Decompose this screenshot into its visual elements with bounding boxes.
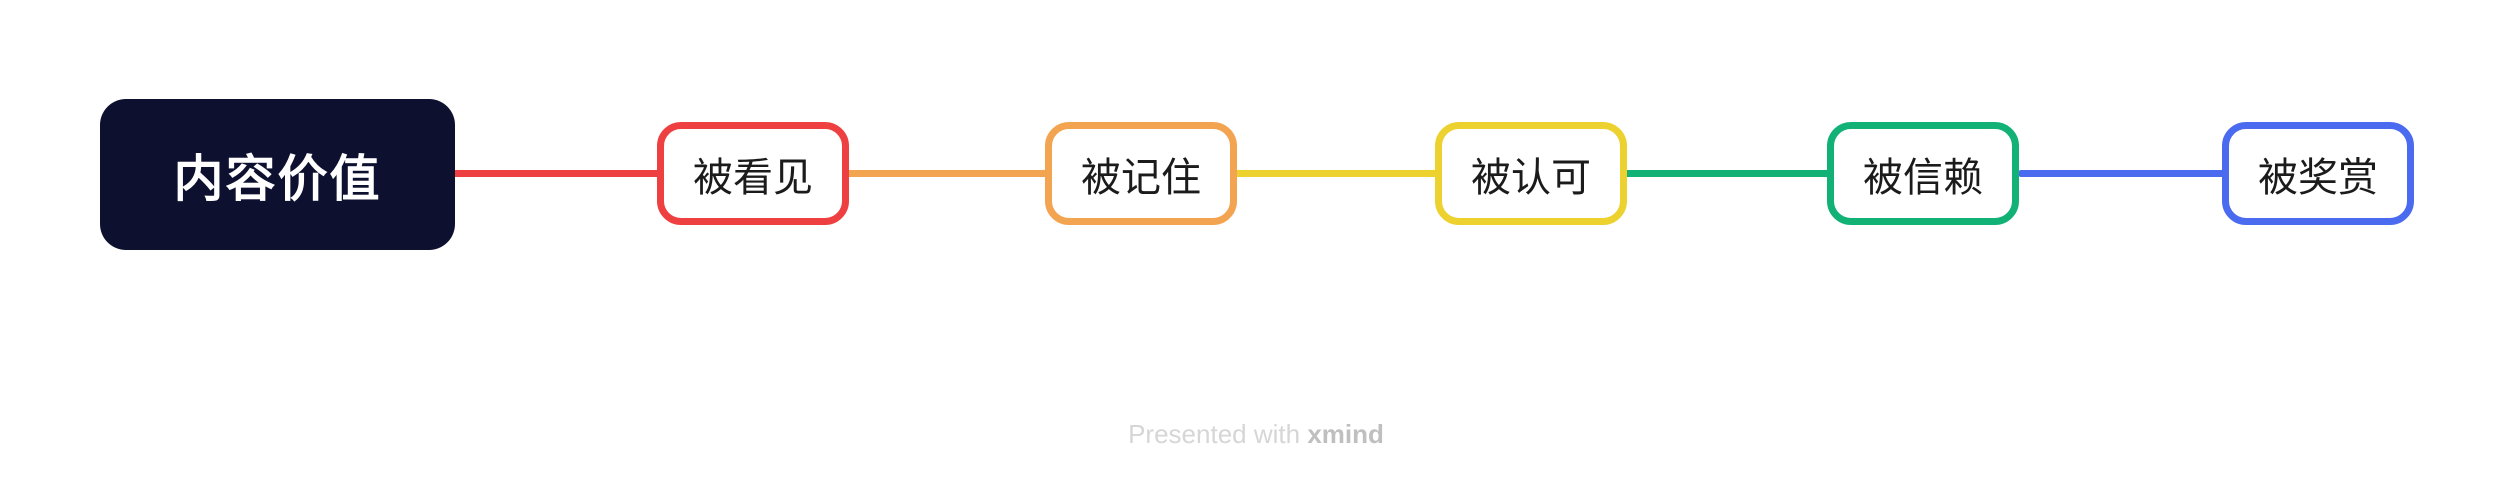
branch-connector-3 [1233, 170, 1440, 177]
root-topic[interactable]: 内容价值 [100, 99, 455, 250]
branch-connector-1 [450, 170, 662, 177]
branch-topic-5[interactable]: 被奖赏 [2222, 122, 2414, 225]
branch-connector-2 [844, 170, 1050, 177]
watermark: Presented with xmind [0, 419, 2512, 450]
branch-connector-5 [2018, 170, 2227, 177]
branch-topic-1[interactable]: 被看见 [657, 122, 849, 225]
branch-connector-4 [1623, 170, 1832, 177]
watermark-text: Presented with [1128, 419, 1301, 449]
branch-topic-4[interactable]: 被信赖 [1827, 122, 2019, 225]
branch-topic-3[interactable]: 被认可 [1435, 122, 1627, 225]
branch-topic-2[interactable]: 被记住 [1045, 122, 1237, 225]
watermark-brand: xmind [1307, 419, 1384, 449]
